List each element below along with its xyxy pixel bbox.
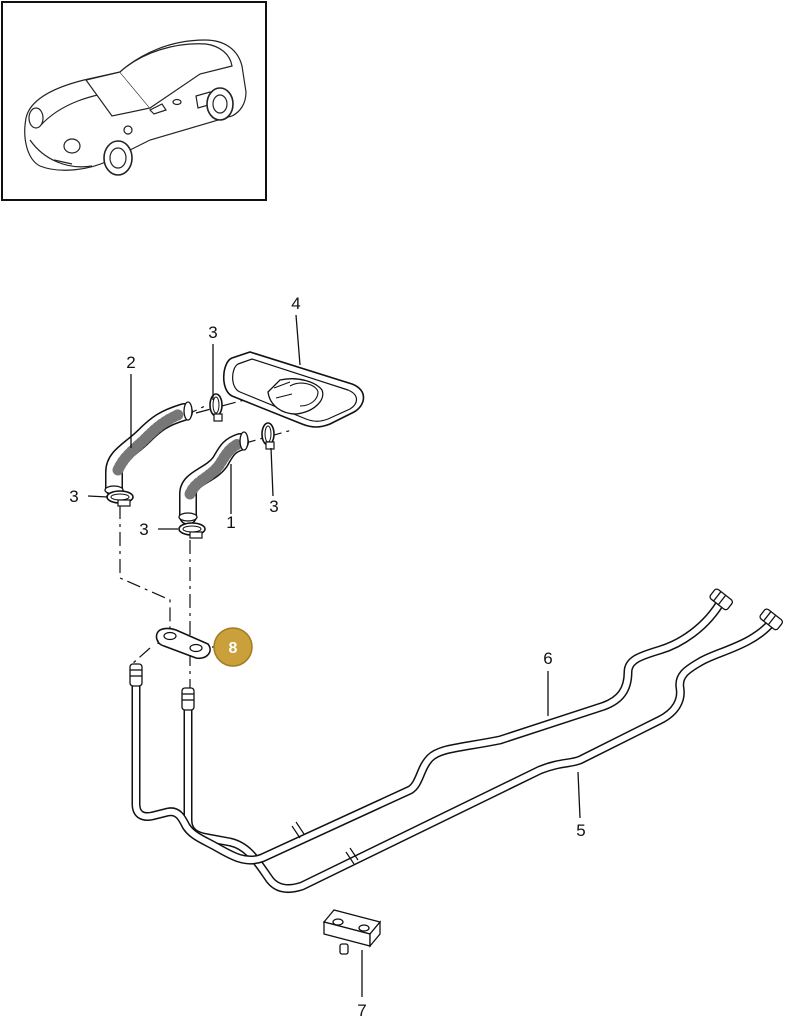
part-4-flange-gasket xyxy=(222,351,365,428)
part-8-seal-plate xyxy=(155,627,211,660)
part-6-coolant-pipe xyxy=(129,588,734,865)
vehicle-thumbnail xyxy=(1,1,267,201)
part-7-pipe-holder xyxy=(322,909,382,955)
callout-6[interactable]: 6 xyxy=(543,649,552,668)
callout-5[interactable]: 5 xyxy=(576,821,585,840)
part-2-coolant-hose xyxy=(104,401,193,497)
badge-circle xyxy=(213,627,253,667)
part-3-hose-clamp-upper-right xyxy=(261,422,275,450)
part-3-hose-clamp-lower-right xyxy=(178,522,206,539)
callout-3-right[interactable]: 3 xyxy=(269,497,278,516)
callout-7[interactable]: 7 xyxy=(357,1001,366,1020)
callout-3-top[interactable]: 3 xyxy=(208,323,217,342)
part-3-hose-clamp-lower-left xyxy=(106,490,134,507)
car-thumbnail-icon xyxy=(24,39,247,176)
callout-1[interactable]: 1 xyxy=(226,513,235,532)
part-5-coolant-pipe xyxy=(181,608,784,893)
callout-3-left-lower[interactable]: 3 xyxy=(139,520,148,539)
callout-8: 8 xyxy=(229,640,238,657)
leader-lines xyxy=(87,314,581,997)
callout-8-badge[interactable]: 8 xyxy=(213,627,253,667)
callout-4[interactable]: 4 xyxy=(291,294,300,313)
callout-labels: 1 2 3 3 3 3 4 5 6 7 xyxy=(69,294,585,1020)
part-1-coolant-hose xyxy=(178,431,249,525)
callout-2[interactable]: 2 xyxy=(126,353,135,372)
callout-3-left-upper[interactable]: 3 xyxy=(69,487,78,506)
part-3-hose-clamp-upper-left xyxy=(209,393,223,422)
